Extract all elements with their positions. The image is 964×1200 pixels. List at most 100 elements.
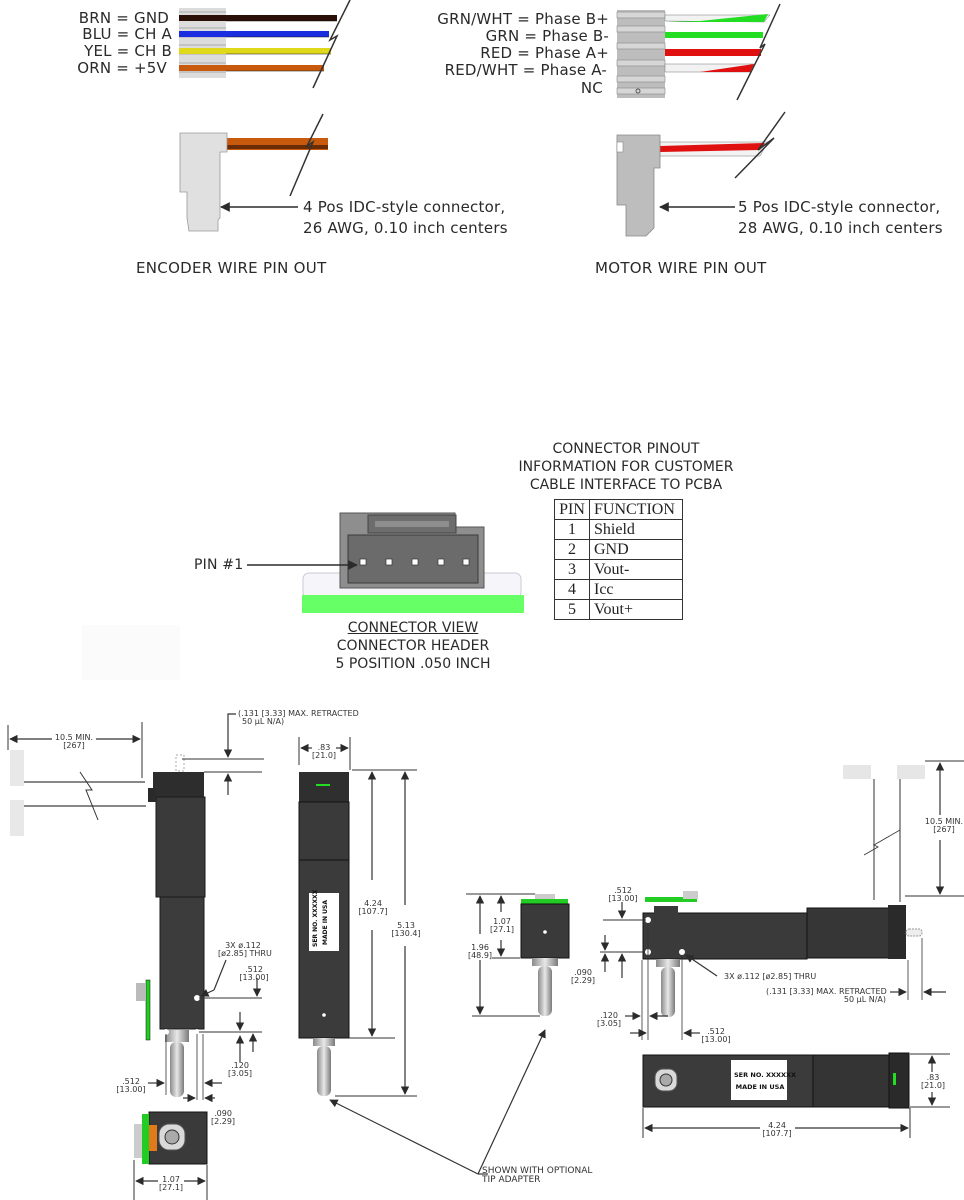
dim-value-mm: [13.00] [701, 1035, 731, 1044]
dim-value-in: 1.07 [162, 1175, 180, 1184]
dim-retracted-line2: 50 µL N/A) [242, 717, 285, 726]
dim-value-in: .120 [600, 1011, 618, 1020]
pinout-table-row: 5 Vout+ [554, 599, 683, 620]
encoder-connector-note-line1: 4 Pos IDC-style connector, [303, 198, 506, 216]
dim-value-mm: [107.7] [358, 907, 388, 916]
pinout-title-line3: CABLE INTERFACE TO PCBA [529, 477, 723, 493]
dim-hole-spacing-side-vertical: .512 [13.00] [236, 966, 272, 982]
connector-view-caption-line3: 5 POSITION .050 INCH [335, 656, 491, 672]
dim-hole-offset-090-horizontal: .090 [2.29] [567, 969, 599, 985]
pinout-table: PIN FUNCTION 1 Shield 2 GND 3 Vout- 4 Ic… [554, 499, 683, 620]
dim-value-mm: [21.0] [312, 751, 337, 760]
dim-hole-note-side: 3X ø.112 [ø2.85] THRU [218, 941, 272, 958]
pinout-pin: 4 [554, 579, 590, 600]
motor-wire-label-red: RED = Phase A+ [480, 44, 609, 62]
dim-hole-offset-120-side: .120 [3.05] [225, 1062, 255, 1078]
dim-value-in: 4.24 [364, 899, 382, 908]
dim-width-top: .83 [21.0] [920, 1074, 946, 1090]
motor-connector-note-line2: 28 AWG, 0.10 inch centers [738, 219, 943, 237]
horizontal-side-view-drawing [600, 760, 964, 1040]
pinout-function: Vout+ [589, 599, 683, 620]
dim-width-front: .83 [21.0] [312, 744, 336, 760]
motor-wire-label-red-wht: RED/WHT = Phase A- [444, 61, 607, 79]
dim-tip-height-compact: 1.96 [48.9] [466, 944, 494, 960]
dim-hole-spacing-horizontal-top: .512 [13.00] [607, 887, 639, 903]
pin1-label: PIN #1 [194, 557, 244, 573]
encoder-section-title: ENCODER WIRE PIN OUT [136, 259, 327, 277]
label-plate-origin: MADE IN USA [735, 1083, 785, 1091]
dim-value-mm: [3.05] [596, 1019, 622, 1028]
dim-value-mm: [13.00] [116, 1085, 146, 1094]
pinout-function: Shield [589, 519, 683, 540]
dim-depth-compact: 1.07 [27.1] [490, 918, 514, 934]
dim-value-in: .090 [574, 968, 592, 977]
dim-value-in: .512 [707, 1027, 725, 1036]
tip-adapter-note-line1: SHOWN WITH OPTIONAL [482, 1166, 593, 1176]
dim-retracted-right: (.131 [3.33] MAX. RETRACTED 50 µL N/A) [766, 988, 887, 1004]
dim-hole-offset-120-horizontal: .120 [3.05] [594, 1012, 624, 1028]
connector-view-caption-line1: CONNECTOR VIEW [347, 620, 479, 636]
encoder-wire-label-yel: YEL = CH B [84, 42, 172, 60]
dim-value-mm: [13.00] [239, 973, 269, 982]
connector-view-caption: CONNECTOR VIEW CONNECTOR HEADER 5 POSITI… [300, 619, 526, 673]
motor-wire-label-grn-wht: GRN/WHT = Phase B+ [437, 10, 609, 28]
dim-body-length-top: 4.24 [107.7] [760, 1122, 794, 1138]
dim-value-in: .83 [926, 1073, 940, 1082]
dim-value-in: .120 [231, 1061, 249, 1070]
connector-header-drawing [247, 512, 524, 613]
dim-value-mm: [27.1] [158, 1183, 184, 1192]
pinout-table-row: 3 Vout- [554, 559, 683, 580]
pinout-function: GND [589, 539, 683, 560]
tip-adapter-leader [329, 1029, 546, 1175]
label-plate-serial: SER NO. XXXXXX [734, 1071, 797, 1079]
dim-body-length-front: 4.24 [107.7] [356, 900, 390, 916]
pinout-table-row: 1 Shield [554, 519, 683, 540]
dim-value-in: 1.07 [493, 917, 511, 926]
pinout-pin: 3 [554, 559, 590, 580]
dim-lead-length: 10.5 MIN. [267] [52, 734, 96, 750]
dim-retracted-line1: (.131 [3.33] MAX. RETRACTED [238, 709, 359, 718]
dim-hole-spacing-side-horizontal: .512 [13.00] [114, 1078, 148, 1094]
dim-value-in: .512 [245, 965, 263, 974]
dim-value-mm: [267] [933, 825, 955, 834]
dim-lead-length-mm: [267] [63, 741, 85, 750]
label-plate-origin: MADE IN USA [322, 900, 329, 946]
dim-value-in: .512 [614, 886, 632, 895]
pinout-table-header: PIN FUNCTION [554, 499, 683, 520]
encoder-wire-label-blu: BLU = CH A [82, 25, 172, 43]
front-view-drawing [298, 737, 417, 1097]
pinout-pin: 5 [554, 599, 590, 620]
dim-hole-note-horizontal: 3X ø.112 [ø2.85] THRU [724, 972, 817, 981]
top-view-drawing [642, 1052, 950, 1138]
pinout-header-function: FUNCTION [589, 499, 683, 520]
encoder-connector-note-line2: 26 AWG, 0.10 inch centers [303, 219, 508, 237]
label-plate-top: SER NO. XXXXXX MADE IN USA [734, 1069, 797, 1093]
dim-hole-note-line2: [ø2.85] THRU [218, 949, 272, 958]
encoder-wire-label-orn: ORN = +5V [77, 59, 167, 77]
dim-value-in: 4.24 [768, 1121, 786, 1130]
encoder-wire-label-brn: BRN = GND [78, 9, 169, 27]
compact-front-view-drawing [466, 893, 570, 1017]
pinout-pin: 2 [554, 539, 590, 560]
pinout-table-row: 2 GND [554, 539, 683, 560]
pinout-table-row: 4 Icc [554, 579, 683, 600]
dim-value-mm: [107.7] [762, 1129, 792, 1138]
pinout-title-line1: CONNECTOR PINOUT [552, 441, 700, 457]
encoder-idc-connector [179, 113, 328, 232]
encoder-wire-bundle [179, 0, 351, 89]
pinout-header-pin: PIN [554, 499, 590, 520]
dim-lead-length-in: 10.5 MIN. [54, 733, 94, 742]
pinout-function: Vout- [589, 559, 683, 580]
motor-wire-bundle [616, 3, 781, 101]
tip-adapter-note-line2: TIP ADAPTER [482, 1175, 541, 1185]
dim-retracted-line2: 50 µL N/A) [843, 995, 886, 1004]
dim-value-in: 10.5 MIN. [924, 817, 964, 826]
dim-value-in: .090 [214, 1109, 232, 1118]
dim-overall-length-front: 5.13 [130.4] [388, 922, 424, 938]
tip-adapter-note: SHOWN WITH OPTIONAL TIP ADAPTER [482, 1167, 592, 1185]
dim-hole-spacing-horizontal-bottom: .512 [13.00] [700, 1028, 732, 1044]
dim-hole-note-line1: 3X ø.112 [225, 941, 261, 950]
side-view-drawing [7, 713, 264, 1103]
dim-value-in: .83 [317, 743, 331, 752]
